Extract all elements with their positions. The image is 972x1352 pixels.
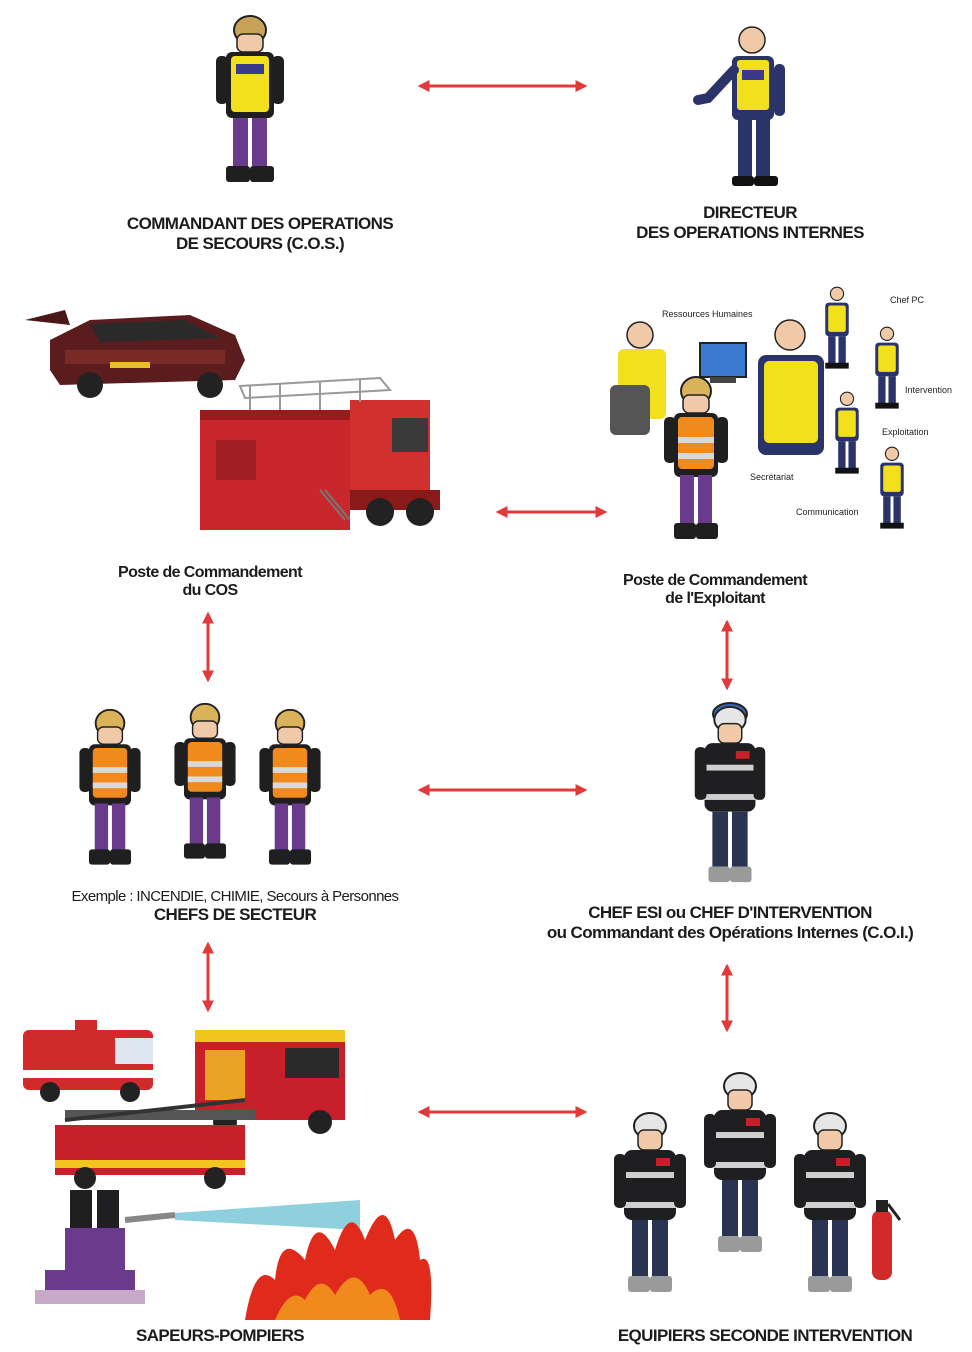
role-communication: Communication [796,507,859,517]
command-vehicles-image [25,310,440,530]
pc-cos-label: Poste de Commandement du COS [60,564,360,601]
doi-label: DIRECTEUR DES OPERATIONS INTERNES [580,203,920,242]
ladder-truck [55,1098,255,1189]
flames [245,1215,432,1320]
second-intervention-team [613,1072,902,1293]
cos-label: COMMANDANT DES OPERATIONS DE SECOURS (C.… [90,214,430,253]
chef-esi-figure-wrap [680,700,780,890]
role-ressources-humaines: Ressources Humaines [662,309,753,319]
pc-cos-label-line1: Poste de Commandement [118,564,302,581]
extinguisher-icon [872,1200,902,1280]
doi-staff-figure [693,26,785,186]
hr-staff [610,321,666,435]
command-car [25,310,245,398]
role-exploitation: Exploitation [882,427,929,437]
role-chef-pc: Chef PC [890,295,925,305]
equipiers-title: EQUIPIERS SECONDE INTERVENTION [617,1326,913,1345]
chefs-secteur-title: CHEFS DE SECTEUR [153,905,317,925]
pc-exploitant-label-line1: Poste de Commandement [623,572,807,589]
cos-label-line2: DE SECOURS (C.O.S.) [175,233,345,253]
doi-node [690,20,800,195]
doi-label-line1: DIRECTEUR [703,203,797,222]
sapeurs-label: SAPEURS-POMPIERS [90,1326,350,1346]
role-intervention: Intervention [905,385,952,395]
cos-firefighter-figure [216,15,284,182]
sector-chiefs-group [78,702,322,866]
cos-node [200,8,300,188]
firefighting-scene-image [23,1020,432,1320]
chef-esi-label: CHEF ESI ou CHEF D'INTERVENTION ou Comma… [500,903,960,942]
equipiers-label: EQUIPIERS SECONDE INTERVENTION [560,1326,970,1346]
command-post-team-image: Ressources Humaines Chef PC Intervention… [610,286,952,540]
sapeurs-illustration [15,1010,445,1330]
pc-cos-illustration [20,290,470,550]
chef-esi-label-line2: ou Commandant des Opérations Internes (C… [546,922,914,942]
cos-label-line1: COMMANDANT DES OPERATIONS [126,214,394,233]
pc-exploitant-label-line2: de l'Exploitant [665,590,765,608]
doi-label-line2: DES OPERATIONS INTERNES [636,222,864,242]
hose-team [35,1190,360,1304]
sapeurs-title: SAPEURS-POMPIERS [136,1326,305,1345]
pc-cos-label-line2: du COS [182,582,238,600]
chefs-secteur-label: Exemple : INCENDIE, CHIMIE, Secours à Pe… [15,888,455,925]
chef-esi-label-line1: CHEF ESI ou CHEF D'INTERVENTION [588,903,872,922]
command-truck [200,376,440,530]
chefs-secteur-example: Exemple : INCENDIE, CHIMIE, Secours à Pe… [71,888,400,905]
role-secretariat: Secrétariat [750,472,794,482]
pc-exploitant-label: Poste de Commandement de l'Exploitant [565,572,865,609]
ambulance [23,1020,153,1102]
chef-esi-firefighter [693,702,767,884]
secretary-staff [758,319,824,455]
equipiers-figures [600,1070,910,1310]
pc-exploitant-illustration: Ressources Humaines Chef PC Intervention… [600,285,970,555]
chefs-secteur-figures [70,700,340,880]
